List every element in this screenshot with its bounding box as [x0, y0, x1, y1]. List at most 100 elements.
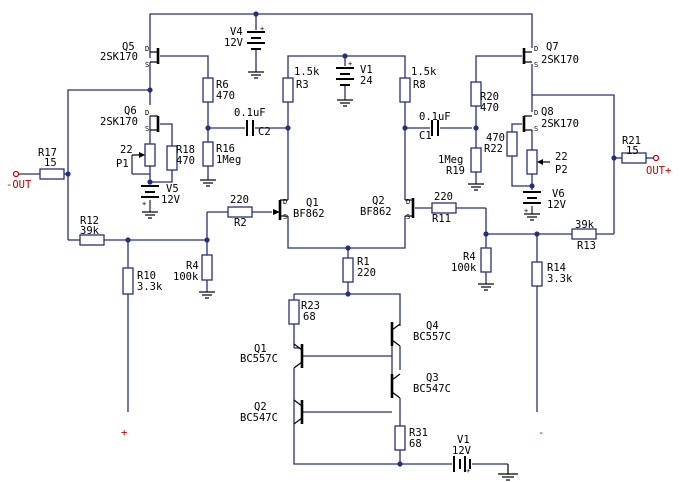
q4-bjt-part: BC557C	[413, 331, 451, 343]
v1-top-name: V1	[360, 64, 373, 76]
resistor-r31	[394, 425, 406, 451]
label-out-minus: -OUT	[6, 179, 32, 191]
v4-value: 12V	[224, 37, 244, 49]
resistor-r19	[470, 147, 482, 173]
r20-name: R20	[480, 91, 499, 103]
q7-s-pin: S	[534, 61, 538, 69]
resistors	[39, 77, 647, 451]
p1-value: 22	[120, 144, 133, 156]
q8-d-pin: D	[534, 109, 538, 117]
r22-name: R22	[484, 143, 503, 155]
grounds	[142, 71, 540, 481]
r16-name: R16	[216, 143, 235, 155]
jfet-q7	[522, 48, 532, 64]
r13-name: R13	[577, 240, 596, 252]
c2-value: 0.1uF	[234, 107, 266, 119]
resistor-r13	[571, 228, 597, 240]
r13-value: 39k	[575, 219, 595, 231]
r3-name: R3	[296, 79, 309, 91]
r8-value: 1.5k	[411, 66, 437, 78]
q5-name: Q5	[122, 41, 135, 53]
v5-name: V5	[166, 183, 179, 195]
resistor-r6	[202, 77, 214, 103]
resistor-r10	[122, 267, 134, 295]
q7-name: Q7	[546, 41, 559, 53]
jfet-q1	[273, 199, 288, 220]
q2-jfet-part: BF862	[360, 206, 392, 218]
label-minus: -	[538, 427, 544, 439]
terminals	[12, 154, 660, 178]
q2-jfet-name: Q2	[372, 195, 385, 207]
q6-name: Q6	[124, 105, 137, 117]
v1-bottom-name: V1	[457, 434, 470, 446]
potentiometers	[131, 143, 550, 175]
q6-s-pin: S	[145, 125, 149, 133]
resistor-r3	[282, 77, 294, 103]
ground-r4-left	[199, 291, 215, 299]
v6-value: 12V	[547, 199, 567, 211]
q8-s-pin: S	[534, 125, 538, 133]
q1-jfet-part: BF862	[293, 208, 325, 220]
r20-value: 470	[480, 102, 499, 114]
battery-v1-bottom	[453, 456, 471, 472]
resistor-r4-left	[201, 254, 213, 281]
r18-name: R18	[176, 144, 195, 156]
resistor-r2	[227, 206, 253, 218]
r10-value: 3.3k	[137, 281, 163, 293]
v5-plus-mark: +	[142, 200, 146, 208]
potentiometer-p1	[131, 143, 156, 175]
ground-r16	[200, 179, 216, 187]
v5-value: 12V	[161, 194, 181, 206]
bjt-q4	[390, 322, 401, 347]
q3-bjt-name: Q3	[426, 372, 439, 384]
bjt-q3	[390, 373, 401, 399]
terminal-out-minus	[12, 170, 20, 178]
capacitor-c2	[246, 120, 254, 136]
q2-bjt-name: Q2	[254, 401, 267, 413]
resistor-r1	[342, 257, 354, 283]
r31-name: R31	[409, 427, 428, 439]
labels: -OUT OUT+ + - Q5 2SK170 Q6 2SK170 Q7 2SK…	[6, 25, 671, 475]
q5-part: 2SK170	[100, 51, 138, 63]
q1-jfet-name: Q1	[306, 197, 319, 209]
v1-bottom-plus-mark: +	[466, 467, 470, 475]
q1-bjt-name: Q1	[254, 343, 267, 355]
r17-name: R17	[38, 147, 57, 159]
r4-left-value: 100k	[173, 271, 199, 283]
bjt-q1	[293, 343, 304, 380]
terminal-out-plus	[652, 154, 660, 162]
v1-top-plus-mark: +	[348, 60, 352, 68]
resistor-r21	[621, 152, 647, 164]
r23-name: R23	[301, 300, 320, 312]
bjts	[293, 322, 401, 425]
q7-d-pin: D	[534, 45, 538, 53]
r4-left-name: R4	[186, 260, 199, 272]
q8-name: Q8	[541, 106, 554, 118]
r2-name: R2	[234, 217, 247, 229]
jfet-q6	[150, 115, 160, 132]
r3-value: 1.5k	[294, 66, 320, 78]
label-plus: +	[121, 427, 127, 439]
v4-name: V4	[230, 26, 243, 38]
q4-bjt-name: Q4	[426, 320, 439, 332]
r19-name: R19	[446, 165, 465, 177]
r17-value: 15	[44, 157, 57, 169]
q2-bjt-part: BC547C	[240, 412, 278, 424]
ground-v4	[248, 71, 264, 79]
r14-value: 3.3k	[547, 273, 573, 285]
q6-part: 2SK170	[100, 116, 138, 128]
v1-bottom-value: 12V	[452, 445, 472, 457]
resistor-r20	[470, 81, 482, 107]
ground-bottom	[498, 464, 518, 481]
resistor-r18	[166, 145, 178, 171]
label-out-plus: OUT+	[646, 165, 671, 177]
r14-name: R14	[547, 262, 566, 274]
resistor-r17	[39, 168, 65, 180]
r11-value: 220	[434, 191, 453, 203]
resistor-r8	[399, 77, 411, 103]
q5-d-pin: D	[145, 45, 149, 53]
resistor-r22	[506, 131, 518, 157]
r4-right-name: R4	[463, 251, 476, 263]
resistor-r23	[288, 299, 300, 325]
q2-jfet-d-pin: D	[406, 198, 410, 206]
